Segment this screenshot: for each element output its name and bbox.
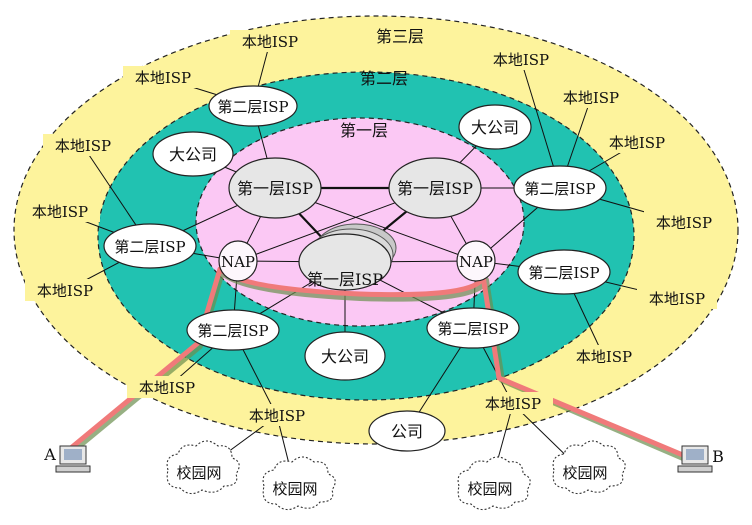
computer-icon — [55, 445, 91, 473]
nap-node: NAP — [218, 240, 258, 282]
svg-text:本地ISP: 本地ISP — [576, 348, 632, 366]
svg-text:第一层ISP: 第一层ISP — [397, 179, 473, 198]
svg-text:校园网: 校园网 — [562, 464, 607, 482]
svg-text:本地ISP: 本地ISP — [656, 214, 712, 232]
svg-text:校园网: 校园网 — [467, 480, 512, 498]
tier2-isp-node: 第二层ISP — [186, 309, 280, 351]
svg-text:第一层ISP: 第一层ISP — [237, 179, 313, 198]
big-company-node: 大公司 — [304, 331, 386, 381]
tier1-isp-node: 第一层ISP — [298, 233, 392, 291]
svg-text:本地ISP: 本地ISP — [135, 69, 191, 87]
svg-text:本地ISP: 本地ISP — [249, 407, 305, 425]
tier2-isp-node: 第二层ISP — [426, 307, 520, 349]
local-isp-labels: 本地ISP 本地ISP 本地ISP 本地ISP 本地ISP 本地ISP 本地IS… — [20, 30, 724, 426]
campus-net-cloud: 校园网 — [457, 456, 531, 511]
host-a-label: A — [43, 445, 56, 464]
svg-text:大公司: 大公司 — [169, 145, 217, 164]
svg-text:公司: 公司 — [391, 422, 423, 441]
campus-net-cloud: 校园网 — [552, 440, 626, 495]
svg-text:第二层ISP: 第二层ISP — [528, 264, 599, 282]
svg-text:本地ISP: 本地ISP — [55, 137, 111, 155]
tier2-isp-node: 第二层ISP — [208, 85, 298, 127]
svg-text:大公司: 大公司 — [321, 347, 369, 366]
layer2-label: 第二层 — [360, 69, 408, 88]
svg-text:大公司: 大公司 — [471, 118, 519, 137]
svg-text:本地ISP: 本地ISP — [139, 379, 195, 397]
nap-node: NAP — [456, 240, 496, 282]
campus-net-cloud: 校园网 — [262, 456, 336, 511]
svg-text:校园网: 校园网 — [176, 464, 221, 482]
campus-net-cloud: 校园网 — [166, 440, 240, 495]
svg-text:本地ISP: 本地ISP — [609, 134, 665, 152]
big-company-node: 大公司 — [152, 131, 234, 177]
svg-text:校园网: 校园网 — [272, 480, 317, 498]
svg-text:本地ISP: 本地ISP — [32, 203, 88, 221]
svg-text:本地ISP: 本地ISP — [563, 89, 619, 107]
computer-icon — [677, 445, 713, 473]
svg-text:第一层ISP: 第一层ISP — [307, 270, 383, 289]
tier2-isp-node: 第二层ISP — [513, 165, 607, 211]
svg-text:本地ISP: 本地ISP — [37, 282, 93, 300]
svg-text:第二层ISP: 第二层ISP — [524, 180, 595, 198]
host-b-label: B — [712, 447, 724, 466]
svg-text:本地ISP: 本地ISP — [485, 395, 541, 413]
svg-text:本地ISP: 本地ISP — [242, 33, 298, 51]
tier2-isp-node: 第二层ISP — [103, 223, 197, 269]
svg-text:NAP: NAP — [221, 253, 255, 271]
tier1-isp-node: 第一层ISP — [388, 157, 482, 219]
tier1-isp-node: 第一层ISP — [228, 157, 322, 219]
layer1-label: 第一层 — [340, 121, 388, 140]
svg-text:第二层ISP: 第二层ISP — [437, 320, 508, 338]
svg-text:第二层ISP: 第二层ISP — [217, 98, 288, 116]
nodes: 第一层ISP 第一层ISP 第一层ISP NAP NAP 第二层ISP 第二层I… — [20, 30, 724, 511]
svg-text:本地ISP: 本地ISP — [493, 51, 549, 69]
svg-text:第二层ISP: 第二层ISP — [197, 322, 268, 340]
big-company-node: 大公司 — [458, 104, 532, 150]
tier2-isp-node: 第二层ISP — [517, 249, 611, 295]
layer3-label: 第三层 — [376, 27, 424, 46]
svg-text:NAP: NAP — [459, 253, 493, 271]
svg-text:本地ISP: 本地ISP — [649, 290, 705, 308]
company-node: 公司 — [368, 410, 446, 452]
svg-text:第二层ISP: 第二层ISP — [114, 238, 185, 256]
